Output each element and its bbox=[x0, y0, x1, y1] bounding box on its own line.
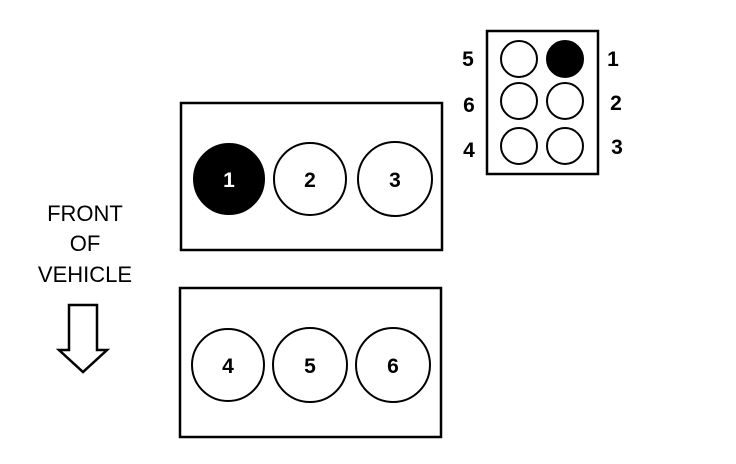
cylinder-3-circle bbox=[357, 141, 433, 217]
rear-bank-cylinder-6: 6 bbox=[355, 327, 431, 403]
coil-tower-2 bbox=[546, 82, 584, 120]
cylinder-5-circle bbox=[272, 327, 348, 403]
front-bank-cylinder-2: 2 bbox=[273, 142, 347, 216]
coil-tower-6 bbox=[500, 82, 538, 120]
coil-left-label-top: 5 bbox=[462, 48, 474, 71]
cylinder-3-label: 3 bbox=[389, 169, 401, 192]
cylinder-4-circle bbox=[191, 328, 265, 402]
front-bank-cylinder-1: 1 bbox=[193, 143, 265, 215]
cylinder-1-circle bbox=[193, 143, 265, 215]
rear-bank-box bbox=[178, 286, 443, 439]
rear-bank-cylinder-5: 5 bbox=[272, 327, 348, 403]
front-direction-arrow-icon bbox=[55, 303, 111, 374]
cylinder-6-circle bbox=[355, 327, 431, 403]
front-bank-cylinder-3: 3 bbox=[357, 141, 433, 217]
cylinder-2-label: 2 bbox=[304, 169, 316, 192]
rear-bank-cylinder-4: 4 bbox=[191, 328, 265, 402]
coil-right-label-top: 1 bbox=[607, 48, 619, 71]
cylinder-6-label: 6 bbox=[387, 355, 399, 378]
coil-tower-5 bbox=[500, 40, 538, 78]
coil-tower-3 bbox=[546, 127, 584, 165]
cylinder-2-circle bbox=[273, 142, 347, 216]
cylinder-5-label: 5 bbox=[304, 355, 316, 378]
coil-tower-1 bbox=[546, 40, 584, 78]
coil-right-label-bottom: 3 bbox=[611, 136, 623, 159]
coil-left-label-middle: 6 bbox=[463, 94, 475, 117]
cylinder-4-label: 4 bbox=[222, 355, 234, 378]
coil-right-label-middle: 2 bbox=[610, 92, 622, 115]
cylinder-1-label: 1 bbox=[223, 169, 235, 192]
front-label-line2: OF bbox=[70, 231, 101, 256]
front-label-line3: VEHICLE bbox=[38, 262, 132, 287]
front-label-line1: FRONT bbox=[47, 201, 123, 226]
front-bank-box bbox=[179, 101, 444, 252]
coil-tower-4 bbox=[500, 127, 538, 165]
coil-pack-box bbox=[485, 29, 600, 176]
coil-left-label-bottom: 4 bbox=[463, 139, 475, 162]
